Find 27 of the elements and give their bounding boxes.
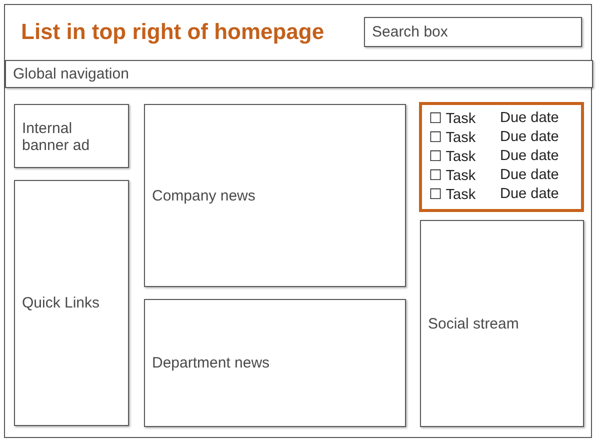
content-panel	[144, 299, 406, 427]
due-date-text: Due date	[500, 167, 559, 183]
task-item: ☐ Task	[429, 186, 476, 203]
navigation-bar	[5, 60, 593, 88]
box-label: Quick Links	[22, 294, 101, 312]
box-label: Internal banner ad	[22, 120, 91, 154]
task-list-panel	[419, 102, 584, 212]
page-frame	[4, 4, 592, 438]
sidebar-panel	[14, 180, 129, 426]
page-heading: List in top right of homepage	[21, 19, 324, 45]
box-label: Department news	[152, 354, 271, 372]
task-item: ☐ Task	[429, 129, 476, 146]
content-panel	[420, 220, 584, 427]
due-date-text: Due date	[500, 110, 559, 126]
box-label: Global navigation	[13, 66, 130, 82]
box-label: Search box	[372, 24, 449, 40]
box-label: Company news	[152, 187, 256, 204]
due-date-text: Due date	[500, 186, 559, 202]
content-panel	[144, 104, 406, 287]
task-item: ☐ Task	[429, 110, 476, 127]
due-date-text: Due date	[500, 129, 559, 145]
task-item: ☐ Task	[429, 167, 476, 184]
due-date-text: Due date	[500, 148, 559, 164]
search-field	[364, 17, 582, 47]
ad-panel	[14, 104, 129, 168]
task-item: ☐ Task	[429, 148, 476, 165]
box-label: Social stream	[428, 315, 520, 332]
